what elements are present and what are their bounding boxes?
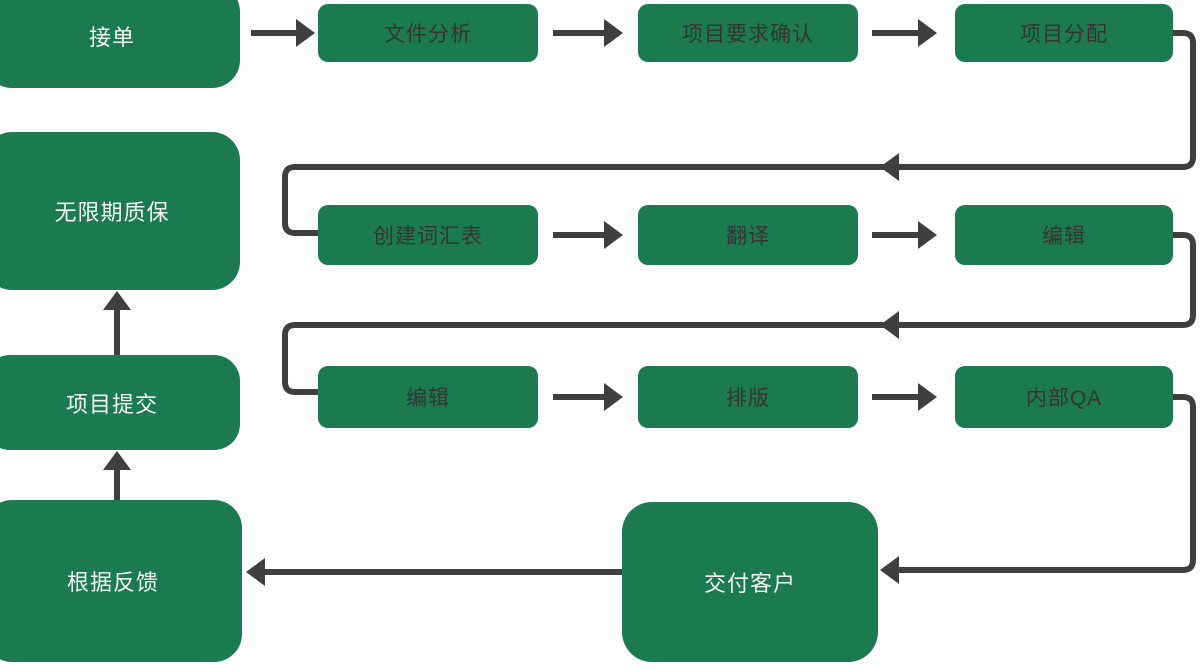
arrow-glossary-to-translation	[553, 221, 623, 249]
node-translation: 翻译	[638, 205, 858, 265]
node-submit-project: 项目提交	[0, 355, 240, 450]
node-typesetting: 排版	[638, 366, 858, 428]
node-apply-feedback: 根据反馈	[0, 500, 242, 662]
node-internal-qa: 内部QA	[955, 366, 1173, 428]
arrow-submit-to-warranty	[103, 291, 131, 356]
node-create-glossary: 创建词汇表	[318, 205, 538, 265]
node-label: 排版	[726, 387, 770, 410]
node-label: 编辑	[1042, 225, 1086, 248]
node-receive-order: 接单	[0, 0, 240, 88]
node-confirm-requirements: 项目要求确认	[638, 4, 858, 62]
connector-qa-to-deliver	[880, 394, 1196, 584]
node-editing-1: 编辑	[955, 205, 1173, 265]
node-label: 根据反馈	[66, 570, 159, 595]
node-unlimited-warranty: 无限期质保	[0, 132, 240, 290]
arrow-fileanalysis-to-confirm	[553, 19, 623, 47]
arrow-editing2-to-typesetting	[553, 383, 623, 411]
arrow-confirm-to-assign	[872, 19, 937, 47]
node-label: 接单	[88, 25, 135, 50]
node-file-analysis: 文件分析	[318, 4, 538, 62]
node-label: 项目要求确认	[682, 23, 814, 46]
node-label: 翻译	[726, 225, 770, 248]
node-deliver-to-client: 交付客户	[622, 502, 878, 662]
node-label: 交付客户	[703, 571, 796, 596]
node-label: 项目分配	[1020, 23, 1108, 46]
node-editing-2: 编辑	[318, 366, 538, 428]
node-label: 内部QA	[1025, 387, 1103, 410]
arrow-translation-to-editing1	[872, 221, 937, 249]
node-assign-project: 项目分配	[955, 4, 1173, 62]
node-label: 编辑	[406, 387, 450, 410]
node-label: 创建词汇表	[373, 225, 483, 248]
arrow-deliver-to-feedback	[246, 558, 626, 586]
arrow-receive-to-fileanalysis	[251, 19, 315, 47]
arrow-typesetting-to-qa	[872, 383, 937, 411]
node-label: 无限期质保	[54, 200, 170, 225]
node-label: 项目提交	[65, 391, 158, 417]
connector-assign-to-glossary	[282, 30, 1196, 236]
node-label: 文件分析	[384, 23, 472, 46]
connector-editing1-to-editing2	[282, 232, 1196, 395]
